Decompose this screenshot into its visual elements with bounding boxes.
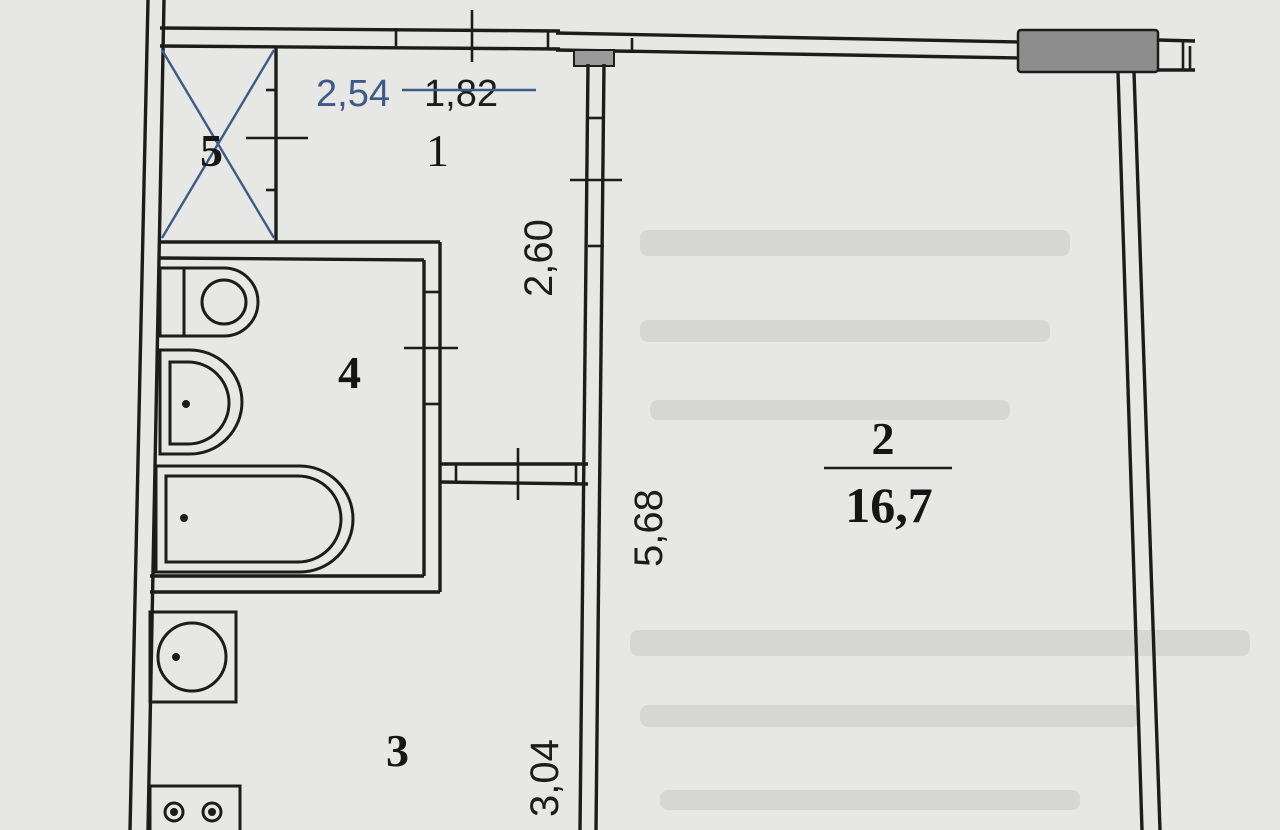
kitchen-sink xyxy=(148,610,238,704)
hall-length-label: 2,60 xyxy=(517,219,561,297)
bathtub xyxy=(154,464,355,574)
hall-width-old-label: 2,54 xyxy=(316,73,390,115)
room-1-number: 1 xyxy=(426,125,449,176)
kitchen-length-label: 3,04 xyxy=(523,739,567,817)
show-through-background xyxy=(630,230,1250,810)
toilet xyxy=(158,266,260,338)
stove xyxy=(148,784,242,830)
bathroom-fixtures xyxy=(154,266,355,574)
radiator xyxy=(1016,28,1160,74)
interior-walls xyxy=(150,10,634,830)
kitchen-fixtures xyxy=(148,610,242,830)
column-block xyxy=(573,49,615,67)
sink xyxy=(158,348,244,456)
room-3-number: 3 xyxy=(386,725,409,776)
room-5-number: 5 xyxy=(200,125,223,176)
closet-cross xyxy=(160,49,276,239)
hall-width-new-label: 1,82 xyxy=(424,73,498,115)
room-2-area: 16,7 xyxy=(845,477,933,533)
room-2-number: 2 xyxy=(872,413,895,464)
outer-walls xyxy=(128,0,1196,830)
room-4-number: 4 xyxy=(338,347,361,398)
room-length-label: 5,68 xyxy=(627,489,671,567)
